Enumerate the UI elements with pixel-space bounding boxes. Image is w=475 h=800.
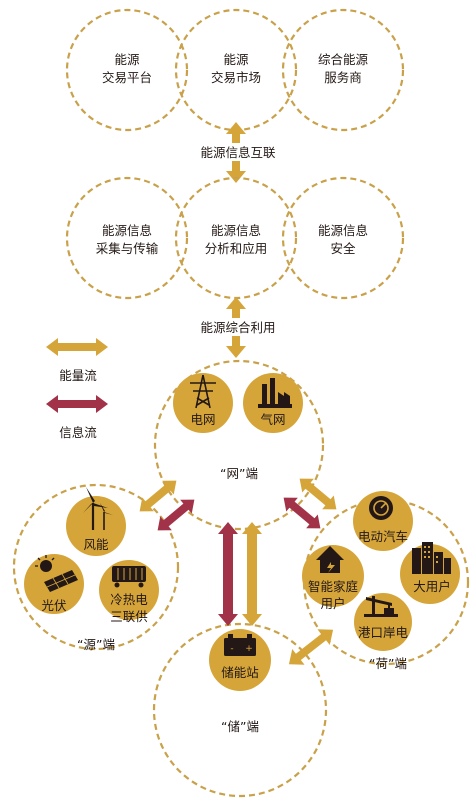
storage-group: - + 储能站 “储”端 <box>152 622 328 798</box>
source-item-cchp-2: 三联供 <box>110 609 148 624</box>
load-node-home <box>302 545 364 607</box>
gas-plant-icon <box>258 378 292 408</box>
top-circle-3 <box>281 8 405 132</box>
mid-circle-1 <box>65 176 189 300</box>
top-2-line1: 能源 <box>223 52 249 67</box>
mid-3-line1: 能源信息 <box>318 223 368 238</box>
info-flow-label: 信息流 <box>59 425 97 440</box>
mid-1-line2: 采集与传输 <box>96 241 159 256</box>
port-crane-icon <box>364 596 398 617</box>
wind-turbine-icon <box>83 487 113 530</box>
smart-home-icon <box>316 546 344 573</box>
mid-2-line2: 分析和应用 <box>205 241 268 256</box>
link1-label-bg <box>186 143 290 161</box>
info-flow-legend-arrow <box>46 395 108 413</box>
top-1-line1: 能源 <box>114 52 140 67</box>
source-circle <box>12 483 180 651</box>
load-item-ev: 电动汽车 <box>358 529 408 544</box>
grid-source-info-arrow <box>157 499 195 531</box>
load-item-large: 大用户 <box>413 579 451 594</box>
solar-panel-icon <box>35 555 78 592</box>
mid-circle-3 <box>281 176 405 300</box>
storage-title: “储”端 <box>221 719 259 734</box>
load-title: “荷”端 <box>369 656 407 671</box>
grid-storage-energy-arrow <box>242 522 262 626</box>
grid-node-power <box>173 373 233 433</box>
source-group: 风能 光伏 <box>12 483 180 652</box>
storage-circle <box>152 622 328 798</box>
grid-source-energy-arrow <box>139 480 177 512</box>
svg-text:-: - <box>230 644 233 654</box>
source-node-wind <box>66 496 126 556</box>
source-item-cchp-1: 冷热电 <box>110 592 148 607</box>
buildings-icon <box>412 542 451 574</box>
link2-label-bg <box>186 318 290 336</box>
load-item-home-1: 智能家庭 <box>308 579 359 594</box>
load-item-port: 港口岸电 <box>358 625 409 640</box>
source-item-wind: 风能 <box>83 537 109 552</box>
svg-text:+: + <box>245 644 253 654</box>
grid-load-info-arrow <box>283 497 321 529</box>
load-node-port <box>354 593 412 651</box>
top-row: 能源 交易平台 能源 交易市场 综合能源 服务商 <box>65 8 405 132</box>
mid-1-line1: 能源信息 <box>102 223 152 238</box>
mid-row: 能源信息 采集与传输 能源信息 分析和应用 能源信息 安全 <box>65 176 405 300</box>
link2-label: 能源综合利用 <box>200 320 275 335</box>
legend: 能量流 信息流 <box>46 338 108 440</box>
storage-load-energy-arrow <box>288 629 334 665</box>
mid-circle-2 <box>174 176 298 300</box>
top-1-line2: 交易平台 <box>102 70 152 85</box>
ev-charger-icon <box>369 496 393 520</box>
grid-storage-info-arrow <box>218 522 238 626</box>
grid-load-energy-arrow <box>299 478 337 510</box>
load-item-home-2: 用户 <box>320 596 345 611</box>
source-title: “源”端 <box>77 637 115 652</box>
energy-flow-label: 能量流 <box>59 368 97 383</box>
link1-label: 能源信息互联 <box>200 145 276 160</box>
grid-group: 电网 气网 “网”端 <box>153 359 325 531</box>
energy-flow-legend-arrow <box>46 338 108 356</box>
battery-icon: - + <box>224 634 256 656</box>
top-3-line1: 综合能源 <box>318 52 369 67</box>
grid-item-power: 电网 <box>190 412 215 427</box>
cchp-unit-icon <box>112 566 146 588</box>
storage-item: 储能站 <box>221 665 259 680</box>
top-2-line2: 交易市场 <box>211 70 261 85</box>
source-item-solar: 光伏 <box>41 598 67 613</box>
load-group: 电动汽车 智能家庭 用户 大用户 <box>302 491 470 671</box>
top-circle-1 <box>65 8 189 132</box>
grid-title: “网”端 <box>220 466 258 481</box>
load-node-ev <box>353 491 413 551</box>
grid-item-gas: 气网 <box>260 412 285 427</box>
mid-2-line1: 能源信息 <box>211 223 261 238</box>
mid-3-line2: 安全 <box>330 241 356 256</box>
power-tower-icon <box>190 374 216 409</box>
top-3-line2: 服务商 <box>324 70 362 85</box>
grid-circle <box>153 359 325 531</box>
